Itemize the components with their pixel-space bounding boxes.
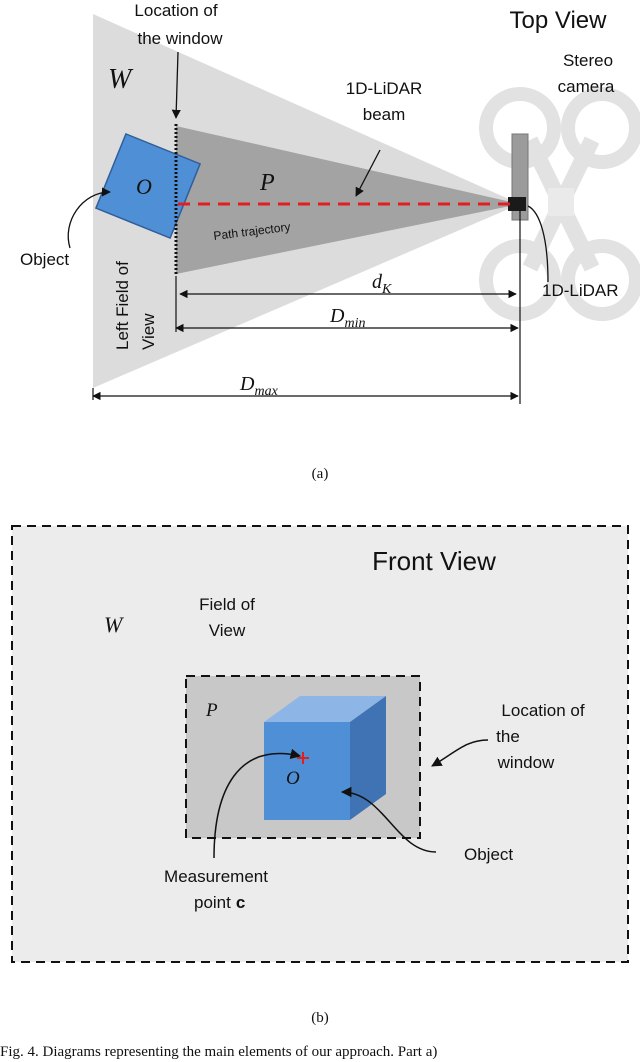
window-label-line2: the window <box>137 29 223 48</box>
p-symbol-top: P <box>259 170 275 196</box>
lidar-label-pointer <box>527 205 549 283</box>
figure-caption-footer: Fig. 4. Diagrams representing the main e… <box>0 1044 438 1060</box>
window-label-pointer <box>171 51 181 119</box>
w-symbol-top: W <box>108 64 134 95</box>
window-label-line1: Location of <box>134 1 217 20</box>
o-symbol-front: O <box>286 768 300 789</box>
Dmax-label: Dmax <box>239 373 279 399</box>
front-window-label-line3: window <box>497 753 555 772</box>
object-cube-top <box>94 132 202 240</box>
lidar-label: 1D-LiDAR <box>542 281 619 300</box>
Dmin-label: Dmin <box>329 305 365 331</box>
caption-a: (a) <box>311 466 329 482</box>
front-window-label-line2: the <box>496 727 520 746</box>
window-pointer-front <box>431 739 489 767</box>
measurement-label-line1: Measurement <box>164 867 268 886</box>
p-symbol-front: P <box>205 700 218 721</box>
object-pointer-front <box>340 786 437 853</box>
left-fov-label-line1: Left Field of <box>113 261 132 350</box>
stereo-label-line1: Stereo <box>563 51 613 70</box>
front-window-label-line1: Location of <box>501 701 584 720</box>
window-cone <box>176 126 520 274</box>
caption-b: (b) <box>311 1010 329 1026</box>
object-label-top: Object <box>20 250 69 269</box>
top-view-title: Top View <box>510 7 608 34</box>
beam-label-pointer <box>355 149 381 197</box>
lidar-sensor-icon <box>508 197 526 211</box>
measurement-pointer <box>213 748 302 859</box>
left-fov-label-line2: View <box>139 313 158 350</box>
dK-label: dK <box>372 271 392 297</box>
front-view-title: Front View <box>372 546 496 576</box>
front-fov-label-line2: View <box>209 621 246 640</box>
lidar-beam-label-line1: 1D-LiDAR <box>346 79 423 98</box>
front-fov-label-line1: Field of <box>199 595 255 614</box>
front-view-panel: Front View W Field of View P O Location … <box>11 525 629 963</box>
object-label-pointer <box>67 187 111 249</box>
object-label-front: Object <box>464 845 513 864</box>
top-view-panel: Top View Location of the window W O P 1D… <box>20 1 640 404</box>
object-cube-front <box>264 696 386 820</box>
o-symbol-top: O <box>136 174 152 199</box>
w-symbol-front: W <box>104 612 124 637</box>
stereo-label-line2: camera <box>558 77 615 96</box>
lidar-beam-label-line2: beam <box>363 105 406 124</box>
